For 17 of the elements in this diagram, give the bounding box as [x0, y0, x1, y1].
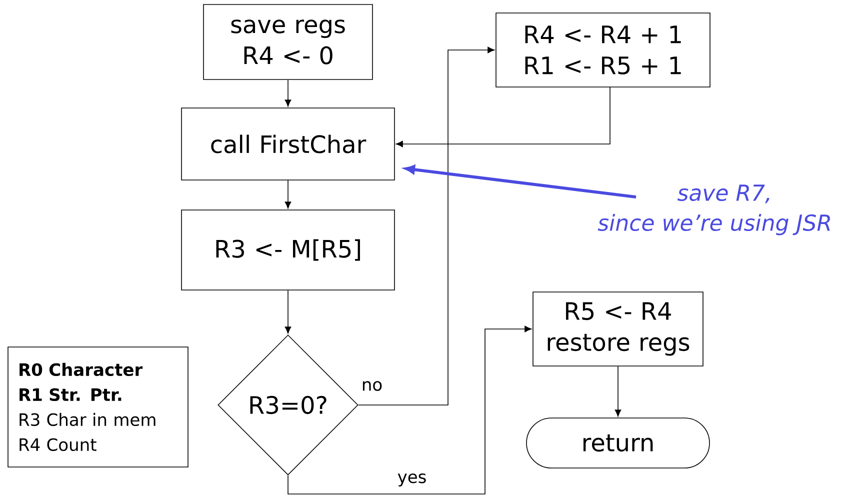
arrow: [288, 326, 532, 494]
arrow: [614, 366, 622, 417]
arrow: [284, 180, 292, 209]
edge-label: yes: [396, 472, 428, 488]
process-box: call FirstChar: [181, 108, 395, 180]
process-box: R3 <- M[R5]: [181, 210, 395, 290]
process-box: R5 <- R4 restore regs: [532, 292, 704, 366]
edge-label: no: [360, 380, 384, 392]
annotation-text: save R7, since we’re using JSR: [598, 184, 830, 236]
register-table: R0 Character R1 Str. Ptr. R3 Char in mem R4 Count: [8, 346, 188, 468]
arrow: [284, 80, 292, 107]
arrow: [284, 290, 292, 334]
terminator: return: [526, 418, 710, 468]
arrow: [358, 46, 495, 406]
process-box: save regs R4 <- 0: [203, 4, 373, 80]
process-box: R4 <- R4 + 1 R1 <- R5 + 1: [496, 12, 710, 88]
arrow: [396, 86, 610, 148]
